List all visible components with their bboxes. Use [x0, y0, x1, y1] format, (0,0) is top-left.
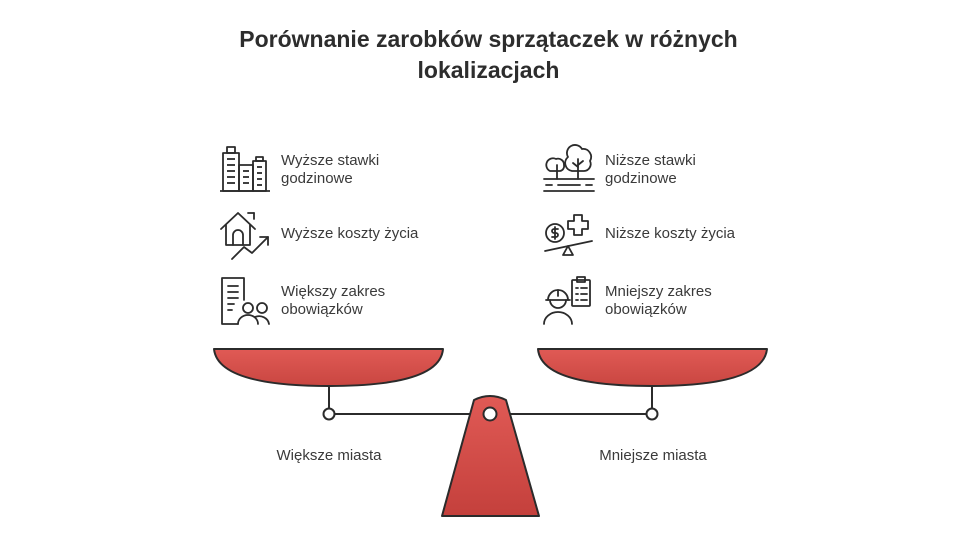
- left-item-higher-costs: Wyższe koszty życia: [218, 207, 431, 261]
- right-item-label: Niższe stawki godzinowe: [605, 152, 696, 187]
- left-item-label: Większy zakres obowiązków: [281, 283, 386, 318]
- page-title: Porównanie zarobków sprzątaczek w różnyc…: [0, 24, 977, 86]
- right-item-label: Mniejszy zakres obowiązków: [605, 283, 712, 318]
- left-item-higher-rates: Wyższe stawki godzinowe: [218, 143, 431, 197]
- trees-landscape-icon: [543, 144, 595, 192]
- right-item-fewer-duties: Mniejszy zakres obowiązków: [542, 274, 755, 328]
- right-caption: Mniejsze miasta: [599, 447, 707, 464]
- pivot-joint: [482, 406, 498, 422]
- house-rising-cost-icon: [220, 212, 269, 260]
- right-pan: [537, 348, 768, 387]
- money-health-balance-icon: [544, 214, 593, 256]
- scale-base: [441, 395, 540, 517]
- left-caption: Większe miasta: [276, 447, 382, 464]
- page-title-line2: lokalizacjach: [417, 57, 560, 83]
- left-item-more-duties: Większy zakres obowiązków: [218, 274, 431, 328]
- city-buildings-icon: [220, 146, 270, 192]
- worker-checklist-icon: [543, 276, 591, 325]
- left-item-label: Wyższe koszty życia: [281, 225, 419, 242]
- page-title-line1: Porównanie zarobków sprzątaczek w różnyc…: [239, 26, 738, 52]
- left-item-label: Wyższe stawki godzinowe: [281, 152, 380, 187]
- right-item-lower-rates: Niższe stawki godzinowe: [542, 143, 755, 197]
- left-pan: [213, 348, 444, 387]
- right-item-label: Niższe koszty życia: [605, 225, 736, 242]
- right-joint: [645, 407, 659, 421]
- left-joint: [322, 407, 336, 421]
- right-item-lower-costs: Niższe koszty życia: [542, 207, 755, 261]
- document-people-icon: [221, 277, 270, 325]
